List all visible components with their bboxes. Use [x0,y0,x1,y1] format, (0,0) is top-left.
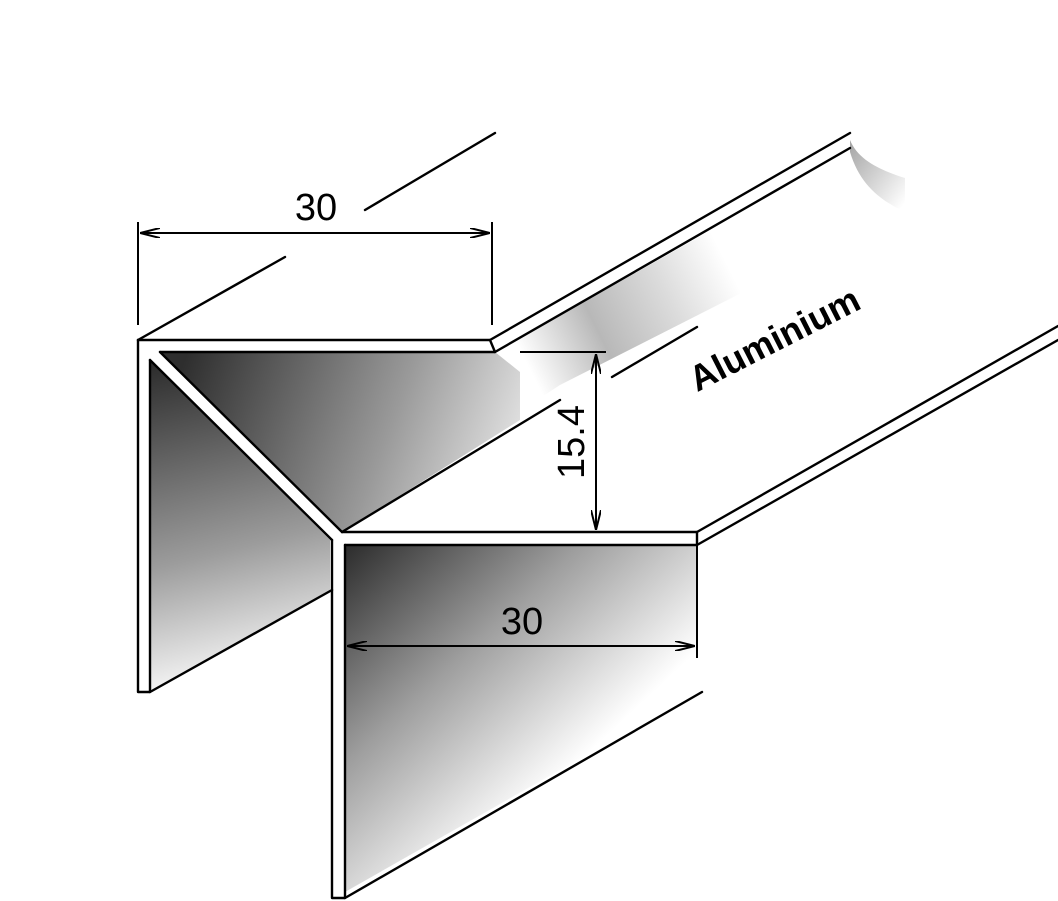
bottom-back-edge-2 [695,338,1058,547]
left-leg-outer-edge [136,338,152,694]
top-front-edge-2 [493,146,852,354]
diagonal-web-lower [148,358,334,542]
left-web-face [150,360,330,692]
back-upper-edge [363,131,497,212]
right-leg-edges [330,538,347,900]
bottom-dim-label: 30 [501,601,543,643]
left-leg-bottom-edge [148,588,334,694]
bottom-front-edge [343,690,704,900]
top-inner-face [160,352,520,532]
top-back-edge-1 [136,255,287,342]
front-flange-face [345,545,697,892]
bottom-flange-section [340,530,699,547]
top-flange-section [136,338,497,354]
diagonal-web-upper [158,350,344,534]
height-dim-label: 15.4 [551,405,593,479]
inner-fold-edge [340,398,562,534]
top-dim-label: 30 [295,187,337,229]
top-flange-curl [850,140,905,212]
bottom-back-edge-1 [695,324,1058,534]
middle-edge [610,325,699,379]
top-front-edge-1 [488,131,852,342]
top-flange-surface [335,152,905,532]
